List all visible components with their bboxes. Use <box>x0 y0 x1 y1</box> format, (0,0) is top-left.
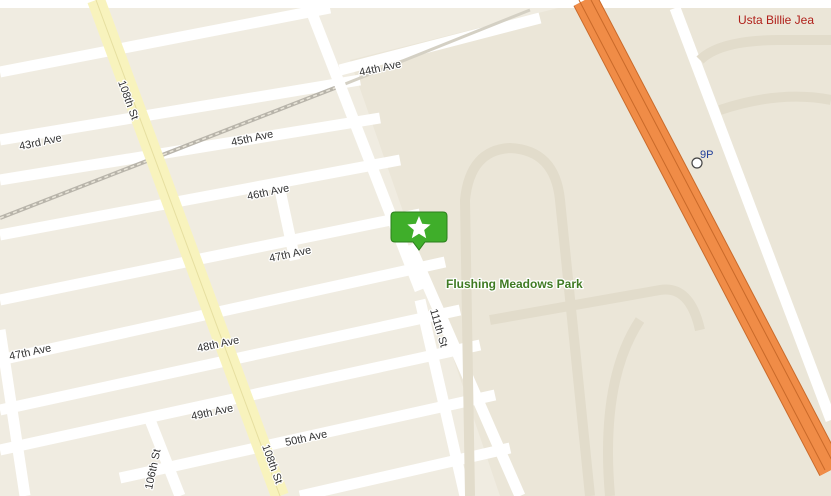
park-path-cross <box>489 284 705 332</box>
street-cross-north <box>304 6 426 292</box>
street-cross-46th <box>274 188 301 262</box>
park-path-network <box>459 35 831 496</box>
street-cross-south <box>414 298 471 496</box>
street-48th-ave <box>0 256 447 366</box>
map-top-edge <box>0 0 831 8</box>
park-path-loop <box>459 142 595 496</box>
street-top-avenue <box>0 2 332 78</box>
street-cross-far-left <box>0 329 31 496</box>
label-highway-exit: 9P <box>700 149 713 161</box>
park-path-east <box>718 91 831 115</box>
railroad <box>0 8 531 220</box>
label-usta-poi[interactable]: Usta Billie Jea <box>738 13 814 27</box>
highway-surface <box>574 0 831 476</box>
street-43rd-ave <box>0 74 361 146</box>
street-service-road <box>669 6 831 422</box>
label-flushing-meadows-park[interactable]: Flushing Meadows Park <box>445 276 585 293</box>
highway-lane-line-1 <box>578 0 826 471</box>
street-47th-ave <box>0 208 422 306</box>
star-icon <box>407 216 431 239</box>
highway <box>573 0 831 477</box>
street-106th-st <box>144 417 186 496</box>
street-45th-ave <box>0 112 381 186</box>
street-44th-ave <box>338 12 542 76</box>
street-46th-ave <box>0 154 402 241</box>
highway-exit-node[interactable] <box>691 157 703 169</box>
location-marker[interactable] <box>390 211 448 251</box>
railroad-ties <box>0 83 346 219</box>
park-path-north <box>696 35 831 64</box>
railroad-track-east <box>344 8 531 86</box>
highway-lane-line-2 <box>590 0 831 460</box>
street-108th-st-centerline <box>95 0 281 496</box>
street-51st-ave <box>298 442 512 496</box>
street-50th-ave <box>118 389 497 484</box>
park-path-south <box>603 317 645 496</box>
